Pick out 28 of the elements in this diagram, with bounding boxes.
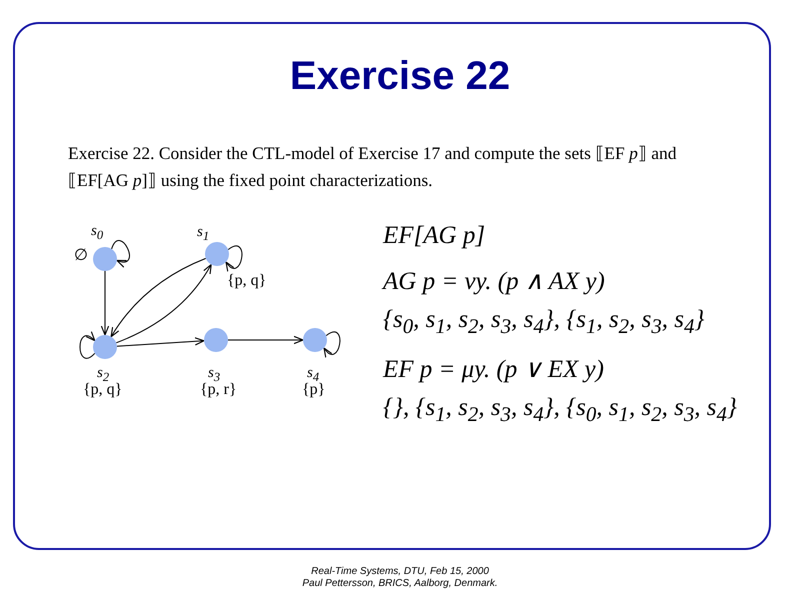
arrow xyxy=(323,332,340,358)
formula: AG p = νy. (p ∧ AX y) xyxy=(383,267,605,296)
arrow xyxy=(100,270,110,336)
arrow xyxy=(225,246,242,272)
proposition-set: {p, r} xyxy=(200,381,237,399)
proposition-set: {p, q} xyxy=(227,272,266,290)
footer-text: Paul Pettersson, BRICS, Aalborg, Denmark. xyxy=(301,578,499,589)
state-name: s$_{1}$ xyxy=(197,224,210,244)
arrow xyxy=(116,337,205,347)
set-sequence: {s$_{0}$, s$_{1}$, s$_{2}$, s$_{3}$, s$_{4}$}, {s$_{1}$, s$_{2}$, s$_{3}$, s$_{4}$} xyxy=(383,306,704,339)
state-name: s$_{2}$ xyxy=(97,365,110,384)
state-name: s$_{4}$ xyxy=(307,365,320,384)
slide-title: Exercise 22 xyxy=(288,54,512,99)
state-name: s$_{3}$ xyxy=(208,365,220,384)
set-sequence: {}, {s$_{1}$, s$_{2}$, s$_{3}$, s$_{4}$}, {s$_{0}$, s$_{1}$, s$_{2}$, s$_{3}$, s$_{4}$} xyxy=(383,394,737,427)
arrow xyxy=(111,240,130,267)
proposition-set: {p} xyxy=(302,381,326,399)
footer-text: Real-Time Systems, DTU, Feb 15, 2000 xyxy=(310,566,490,577)
exercise-text: Exercise 22. Consider the CTL-model of Exercise 17 and compute the sets ⟦EF p⟧ and ⟦EF[AG p]⟧ using the fixed point characterizations. xyxy=(68,142,678,192)
arrow xyxy=(80,332,96,359)
state-name: s$_{0}$ xyxy=(91,223,104,243)
arrow xyxy=(228,336,304,344)
formula: EF p = μy. (p ∨ EX y) xyxy=(383,355,604,384)
formula: EF[AG p] xyxy=(383,222,486,250)
arrow xyxy=(110,258,206,338)
proposition-set: ∅ xyxy=(74,246,88,265)
proposition-set: {p, q} xyxy=(83,381,122,399)
arrow xyxy=(116,264,212,344)
